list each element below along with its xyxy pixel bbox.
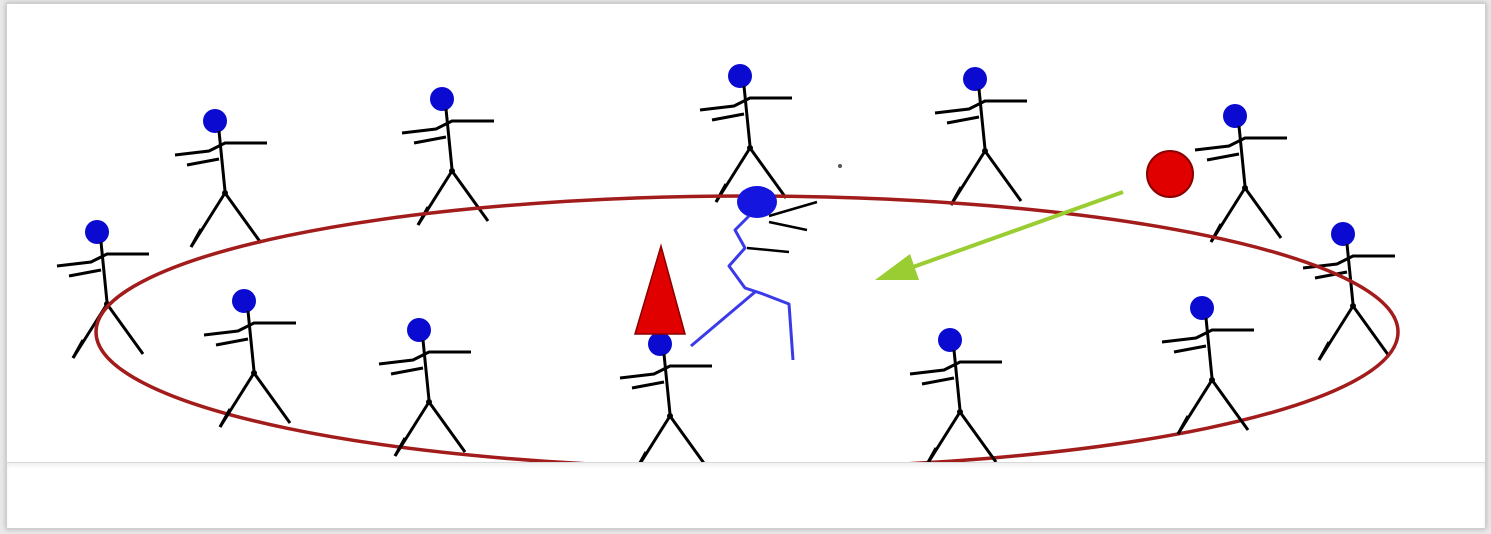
player-figure [1193, 102, 1289, 244]
player-figure [1160, 294, 1256, 436]
player-figure [173, 107, 269, 249]
bottom-strip [7, 462, 1485, 528]
arrow-icon [875, 190, 1124, 280]
player-figure [202, 287, 298, 429]
player-figure [377, 316, 473, 458]
diagram-frame [6, 3, 1486, 529]
player-figure [618, 330, 714, 462]
player-figure [55, 218, 151, 360]
cone-icon [633, 243, 686, 335]
player-figure [698, 62, 794, 204]
player-figure [933, 65, 1029, 207]
player-figure [908, 326, 1004, 462]
player-figure [400, 85, 496, 227]
game-circle [94, 194, 1400, 462]
player-figure [1301, 220, 1397, 362]
runner-figure [690, 186, 818, 361]
game-diagram [55, 62, 1400, 462]
ball-icon [1146, 150, 1194, 198]
